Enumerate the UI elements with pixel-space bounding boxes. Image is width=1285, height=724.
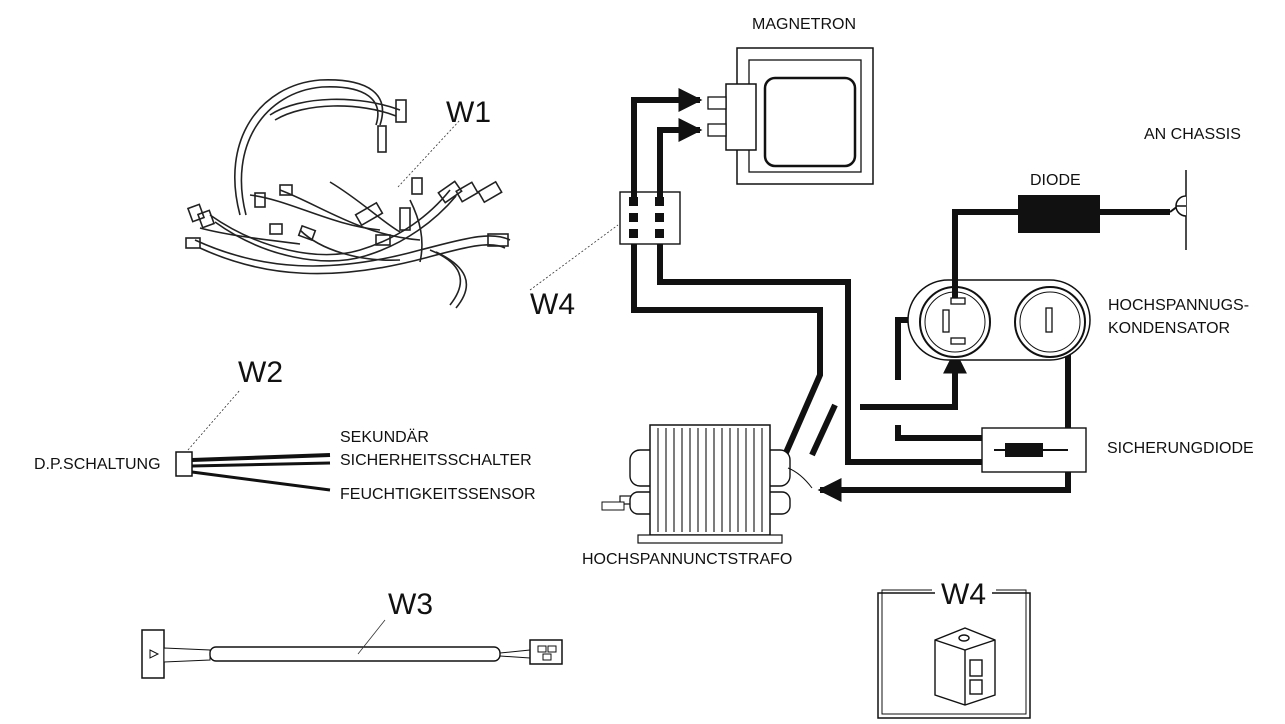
wire-harness-icon xyxy=(185,79,511,309)
label-w4-inset: W4 xyxy=(939,578,988,612)
safety-diode-icon xyxy=(981,427,1087,473)
label-hv-capacitor-2: KONDENSATOR xyxy=(1108,320,1231,337)
label-dp-switch: D.P.SCHALTUNG xyxy=(34,456,161,473)
label-an-chassis: AN CHASSIS xyxy=(1144,126,1241,143)
label-secondary-2: SICHERHEITSSCHALTER xyxy=(340,452,532,469)
connector-block-icon xyxy=(934,627,996,706)
diode-icon xyxy=(1018,195,1100,233)
label-humidity-sensor: FEUCHTIGKEITSSENSOR xyxy=(340,486,536,503)
label-transformer: HOCHSPANNUNCTSTRAFO xyxy=(582,551,793,568)
w4-inset-box xyxy=(877,589,1031,719)
cable-icon xyxy=(141,629,563,679)
label-magnetron: MAGNETRON xyxy=(752,16,856,33)
label-w4: W4 xyxy=(530,288,575,321)
label-diode: DIODE xyxy=(1030,172,1081,189)
magnetron-icon xyxy=(707,47,874,185)
label-secondary-1: SEKUNDÄR xyxy=(340,429,429,446)
label-w2: W2 xyxy=(238,356,283,389)
ground-terminal-icon xyxy=(1175,195,1187,217)
capacitor-icon xyxy=(907,279,1091,361)
connector-w2-icon xyxy=(175,451,331,492)
label-w1: W1 xyxy=(446,96,491,129)
transformer-icon xyxy=(601,424,791,544)
label-safety-diode: SICHERUNGDIODE xyxy=(1107,440,1254,457)
label-hv-capacitor-1: HOCHSPANNUGS- xyxy=(1108,297,1250,314)
label-w3: W3 xyxy=(388,588,433,621)
connector-block-icon xyxy=(619,191,681,245)
